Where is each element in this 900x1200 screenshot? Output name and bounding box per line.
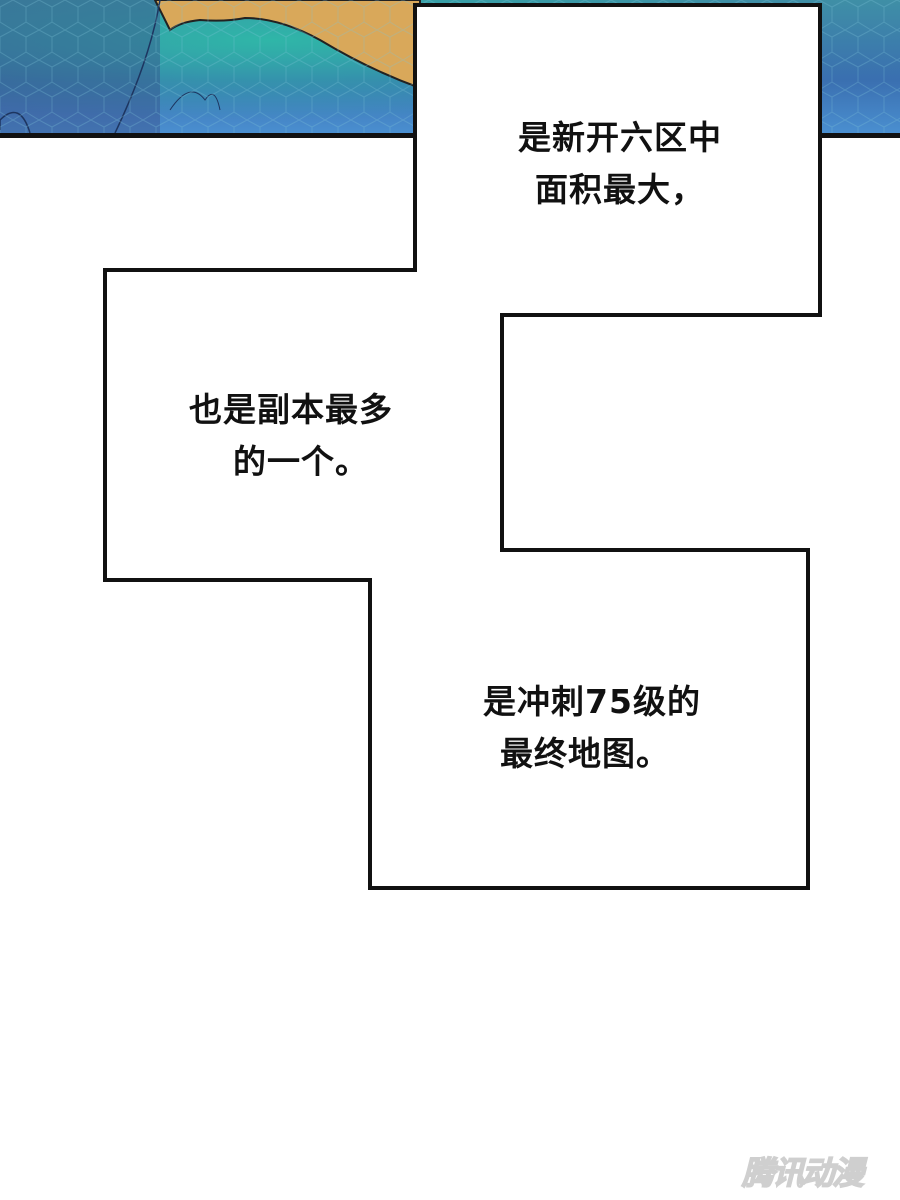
- caption-1-line-1: 是新开六区中: [518, 118, 722, 157]
- caption-3-line-2: 最终地图。: [500, 734, 670, 773]
- caption-3: 是冲刺75级的 最终地图。: [462, 676, 722, 780]
- caption-2-line-2: 的一个。: [233, 442, 369, 481]
- caption-2-line-1: 也是副本最多: [189, 390, 393, 429]
- watermark-logo: 腾讯动漫: [741, 1153, 865, 1193]
- caption-1-line-2: 面积最大，: [535, 170, 705, 209]
- caption-2: 也是副本最多 的一个。: [175, 384, 449, 488]
- caption-3-line-1: 是冲刺75级的: [483, 682, 701, 721]
- caption-1: 是新开六区中 面积最大，: [490, 112, 750, 216]
